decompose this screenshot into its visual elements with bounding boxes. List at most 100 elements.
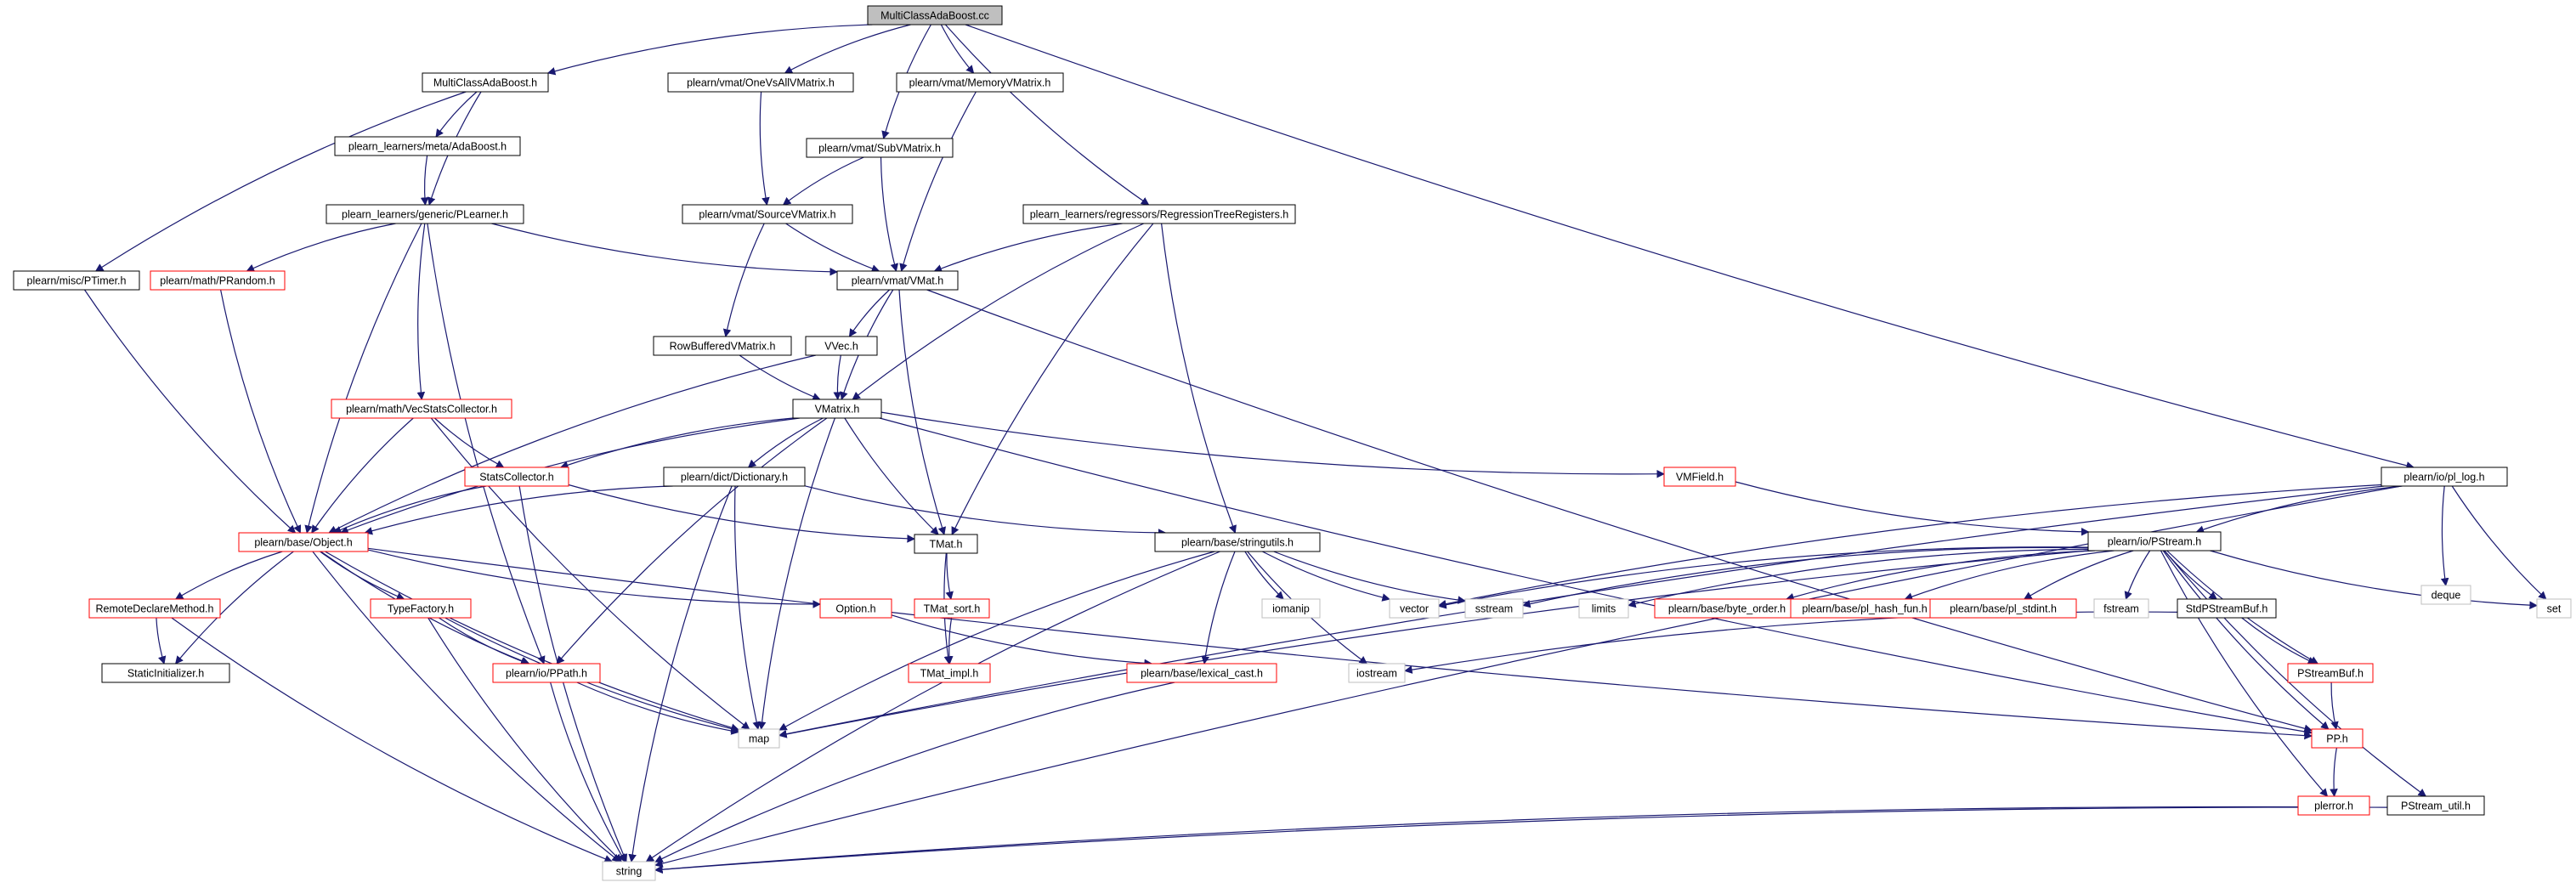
node-box[interactable]: [2093, 598, 2149, 619]
node-hashfun[interactable]: plearn/base/pl_hash_fun.h: [1790, 598, 1939, 619]
node-pllog[interactable]: plearn/io/pl_log.h: [2381, 467, 2508, 487]
node-onevsall[interactable]: plearn/vmat/OneVsAllVMatrix.h: [667, 72, 854, 93]
node-string[interactable]: string: [602, 861, 656, 881]
node-typefactory[interactable]: TypeFactory.h: [370, 598, 472, 619]
node-box[interactable]: [238, 532, 369, 552]
node-limits[interactable]: limits: [1578, 598, 1629, 619]
node-tmatimpl[interactable]: TMat_impl.h: [908, 663, 991, 683]
node-box[interactable]: [334, 136, 521, 156]
node-vvec[interactable]: VVec.h: [805, 336, 878, 356]
node-box[interactable]: [464, 467, 569, 487]
node-box[interactable]: [653, 336, 792, 356]
edge-tmatsort-to-tmatimpl: [944, 617, 954, 665]
node-box[interactable]: [1929, 598, 2077, 619]
node-box[interactable]: [602, 861, 656, 881]
node-option[interactable]: Option.h: [819, 598, 892, 619]
node-box[interactable]: [101, 663, 230, 683]
node-box[interactable]: [819, 598, 892, 619]
node-box[interactable]: [805, 336, 878, 356]
node-fstream[interactable]: fstream: [2093, 598, 2149, 619]
node-remotedecl[interactable]: RemoteDeclareMethod.h: [88, 598, 221, 619]
node-box[interactable]: [492, 663, 601, 683]
node-sourcevmat[interactable]: plearn/vmat/SourceVMatrix.h: [682, 204, 853, 224]
node-staticinit[interactable]: StaticInitializer.h: [101, 663, 230, 683]
node-label: MultiClassAdaBoost.h: [433, 77, 537, 89]
node-vecstats[interactable]: plearn/math/VecStatsCollector.h: [331, 399, 512, 419]
node-box[interactable]: [667, 72, 854, 93]
node-box[interactable]: [150, 270, 286, 291]
node-adaboost[interactable]: plearn_learners/meta/AdaBoost.h: [334, 136, 521, 156]
node-box[interactable]: [2287, 663, 2374, 683]
node-box[interactable]: [792, 399, 882, 419]
node-box[interactable]: [2297, 795, 2370, 816]
node-vector[interactable]: vector: [1389, 598, 1440, 619]
node-box[interactable]: [88, 598, 221, 619]
node-deque[interactable]: deque: [2420, 585, 2471, 605]
node-lexcast[interactable]: plearn/base/lexical_cast.h: [1126, 663, 1277, 683]
node-plerror[interactable]: plerror.h: [2297, 795, 2370, 816]
node-box[interactable]: [1578, 598, 1629, 619]
node-sstream[interactable]: sstream: [1464, 598, 1524, 619]
node-stdint[interactable]: plearn/base/pl_stdint.h: [1929, 598, 2077, 619]
node-box[interactable]: [422, 72, 549, 93]
node-stringutils[interactable]: plearn/base/stringutils.h: [1154, 532, 1321, 552]
node-dictionary[interactable]: plearn/dict/Dictionary.h: [663, 467, 806, 487]
node-root[interactable]: MultiClassAdaBoost.cc: [867, 5, 1003, 25]
node-ptimer[interactable]: plearn/misc/PTimer.h: [13, 270, 140, 291]
node-box[interactable]: [682, 204, 853, 224]
node-tmat[interactable]: TMat.h: [914, 534, 978, 554]
node-box[interactable]: [806, 138, 954, 158]
node-memvmat[interactable]: plearn/vmat/MemoryVMatrix.h: [896, 72, 1064, 93]
node-stdpsbuf[interactable]: StdPStreamBuf.h: [2177, 598, 2277, 619]
node-psbuf[interactable]: PStreamBuf.h: [2287, 663, 2374, 683]
node-object[interactable]: plearn/base/Object.h: [238, 532, 369, 552]
node-pstream[interactable]: plearn/io/PStream.h: [2087, 531, 2222, 551]
node-plearner[interactable]: plearn_learners/generic/PLearner.h: [326, 204, 524, 224]
node-box[interactable]: [2381, 467, 2508, 487]
node-box[interactable]: [1348, 663, 1406, 683]
node-box[interactable]: [914, 598, 990, 619]
node-box[interactable]: [1389, 598, 1440, 619]
node-rowbuf[interactable]: RowBufferedVMatrix.h: [653, 336, 792, 356]
node-iostream[interactable]: iostream: [1348, 663, 1406, 683]
node-box[interactable]: [1154, 532, 1321, 552]
node-box[interactable]: [2536, 598, 2572, 619]
node-tmatsort[interactable]: TMat_sort.h: [914, 598, 990, 619]
node-box[interactable]: [1464, 598, 1524, 619]
node-box[interactable]: [2177, 598, 2277, 619]
node-box[interactable]: [1022, 204, 1296, 224]
node-box[interactable]: [326, 204, 524, 224]
node-box[interactable]: [908, 663, 991, 683]
node-box[interactable]: [1261, 598, 1321, 619]
node-map[interactable]: map: [738, 728, 780, 749]
node-box[interactable]: [867, 5, 1003, 25]
node-box[interactable]: [13, 270, 140, 291]
node-prandom[interactable]: plearn/math/PRandom.h: [150, 270, 286, 291]
node-statscoll[interactable]: StatsCollector.h: [464, 467, 569, 487]
node-box[interactable]: [914, 534, 978, 554]
node-set[interactable]: set: [2536, 598, 2572, 619]
node-vmatrix[interactable]: VMatrix.h: [792, 399, 882, 419]
node-mcab_h[interactable]: MultiClassAdaBoost.h: [422, 72, 549, 93]
node-box[interactable]: [2087, 531, 2222, 551]
node-iomanip[interactable]: iomanip: [1261, 598, 1321, 619]
node-byteorder[interactable]: plearn/base/byte_order.h: [1654, 598, 1800, 619]
node-ppath[interactable]: plearn/io/PPath.h: [492, 663, 601, 683]
node-box[interactable]: [2386, 795, 2485, 816]
node-pp[interactable]: PP.h: [2311, 728, 2364, 749]
node-rtreg[interactable]: plearn_learners/regressors/RegressionTre…: [1022, 204, 1296, 224]
node-box[interactable]: [1663, 467, 1736, 487]
node-box[interactable]: [896, 72, 1064, 93]
node-box[interactable]: [2311, 728, 2364, 749]
node-box[interactable]: [2420, 585, 2471, 605]
node-box[interactable]: [331, 399, 512, 419]
node-box[interactable]: [738, 728, 780, 749]
node-box[interactable]: [370, 598, 472, 619]
node-box[interactable]: [1126, 663, 1277, 683]
node-subvmat[interactable]: plearn/vmat/SubVMatrix.h: [806, 138, 954, 158]
node-box[interactable]: [663, 467, 806, 487]
node-box[interactable]: [836, 270, 959, 291]
node-pstreamutil[interactable]: PStream_util.h: [2386, 795, 2485, 816]
node-vmat_h[interactable]: plearn/vmat/VMat.h: [836, 270, 959, 291]
node-vmfield[interactable]: VMField.h: [1663, 467, 1736, 487]
